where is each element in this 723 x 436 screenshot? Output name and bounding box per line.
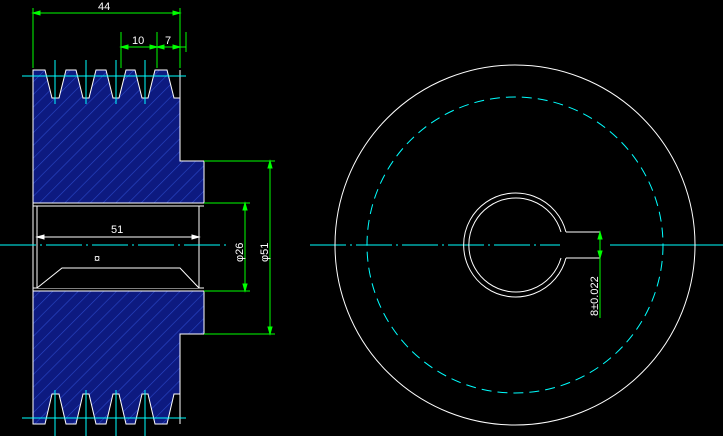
marker-glyph: ¤: [94, 253, 100, 265]
bore-with-keyway-outer: [463, 192, 567, 298]
keyway-slot: [566, 231, 601, 259]
section-view: ¤ 44: [0, 1, 275, 436]
bore-with-keyway-inner: [468, 197, 562, 293]
pitch-circle: [366, 96, 664, 394]
dim-phi51: [204, 159, 275, 336]
dim-7-label: 7: [165, 35, 171, 47]
dim-10-label: 10: [132, 35, 144, 47]
dim-keyway: [597, 230, 603, 318]
section-hatch-top: [32, 69, 205, 204]
dim-51-length: [35, 234, 201, 240]
dim-51-length-label: 51: [111, 224, 123, 236]
end-view: 8±0.022: [310, 64, 723, 426]
section-hatch-bottom: [32, 290, 205, 425]
dim-phi26: [204, 201, 250, 293]
dim-10-7: [119, 32, 187, 68]
dim-phi26-label: φ26: [234, 243, 246, 262]
dim-phi51-label: φ51: [259, 243, 271, 262]
dim-keyway-label: 8±0.022: [589, 276, 601, 316]
dim-44-label: 44: [98, 1, 110, 13]
dim-44: [31, 8, 182, 68]
keyway-section: [36, 267, 200, 289]
outer-circle: [334, 64, 696, 426]
groove-centerlines: [54, 60, 146, 436]
